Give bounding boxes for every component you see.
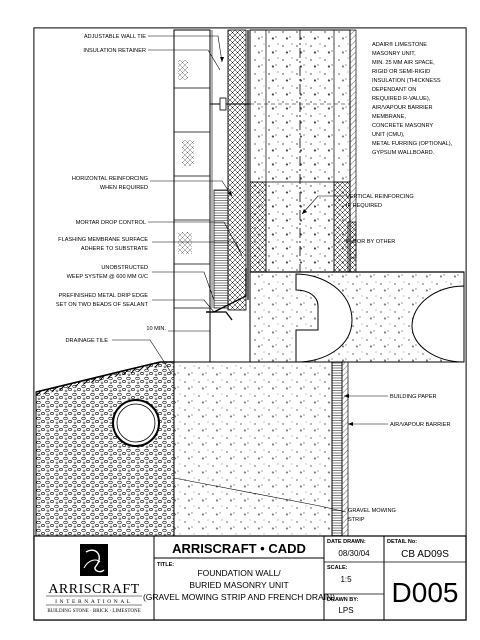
wall-section: [173, 29, 465, 537]
annotations: ADJUSTABLE WALL TIE INSULATION RETAINER …: [56, 34, 453, 523]
soil-hatch: [36, 362, 160, 396]
drip-edge: [206, 311, 233, 321]
label-wall-assembly-5: INSULATION (THICKNESS: [372, 78, 441, 84]
date-drawn-value: 08/30/04: [338, 549, 370, 558]
title-line-2: BURIED MASONRY UNIT: [189, 580, 288, 590]
label-vertical-reinforcing-1: VERTICAL REINFORCING: [346, 194, 414, 200]
label-drip-edge-2: SET ON TWO BEADS OF SEALANT: [56, 302, 149, 308]
title-line-1: FOUNDATION WALL/: [197, 568, 281, 578]
label-wall-assembly-7: REQUIRED R-VALUE),: [372, 96, 431, 102]
label-wall-assembly-11: UNIT (CMU),: [372, 132, 405, 138]
label-drip-edge-1: PREFINISHED METAL DRIP EDGE: [59, 293, 149, 299]
label-vertical-reinforcing-2: IF REQUIRED: [346, 203, 382, 209]
scale-label: SCALE:: [327, 565, 348, 571]
label-insulation-retainer: INSULATION RETAINER: [83, 48, 146, 54]
logo-international: INTERNATIONAL: [55, 599, 133, 605]
label-horizontal-reinforcing-2: WHEN REQUIRED: [100, 185, 148, 191]
drainage-tile-pipe: [112, 399, 160, 447]
limestone-masonry: [173, 29, 211, 363]
label-wall-assembly-8: AIR/VAPOUR BARRIER: [372, 105, 433, 111]
label-floor-by-other: FLOOR BY OTHER: [346, 239, 395, 245]
title-block: ARRISCRAFT INTERNATIONAL BUILDING STONE …: [33, 535, 467, 621]
label-wall-assembly-12: METAL FURRING (OPTIONAL),: [372, 141, 453, 147]
sheet-number: D005: [392, 577, 459, 608]
air-space-insulation-upper: [227, 29, 247, 311]
label-wall-assembly-10: CONCRETE MASONRY: [372, 123, 433, 129]
detail-no-label: DETAIL No:: [387, 539, 417, 545]
leader-lines: [112, 35, 388, 513]
label-building-paper: BUILDING PAPER: [390, 394, 437, 400]
arriscraft-logo: ARRISCRAFT INTERNATIONAL BUILDING STONE …: [46, 544, 142, 614]
title-block-brand: ARRISCRAFT • CADD: [172, 541, 306, 556]
rigid-insulation: [213, 189, 229, 309]
ground-section: [35, 361, 175, 537]
label-wall-assembly-1: ADAIR® LIMESTONE: [372, 41, 427, 48]
title-label: TITLE:: [157, 562, 174, 568]
floor-by-other-block: [347, 221, 357, 273]
label-horizontal-reinforcing-1: HORIZONTAL REINFORCING: [72, 176, 148, 182]
label-wall-assembly-6: DEPENDANT ON: [372, 87, 416, 93]
label-wall-assembly-2: MASONRY UNIT,: [372, 51, 416, 57]
label-air-vapour-barrier: AIR/VAPOUR BARRIER: [390, 422, 451, 428]
label-min-dimension: 10 MIN.: [146, 326, 166, 332]
label-drainage-tile: DRAINAGE TILE: [66, 338, 109, 344]
cmu-web-left: [249, 181, 267, 273]
label-flashing-membrane-2: ADHERE TO SUBSTRATE: [81, 246, 148, 252]
limestone-hatch: [178, 60, 194, 254]
footing-profile: [295, 273, 353, 363]
label-wall-assembly-9: MEMBRANE,: [372, 114, 406, 120]
logo-wordmark: ARRISCRAFT: [48, 582, 139, 597]
label-weep-system-1: UNOBSTRUCTED: [101, 265, 148, 271]
drawn-by-label: DRAWN BY:: [327, 597, 359, 603]
label-gravel-mowing-strip-1: GRAVEL MOWING: [348, 508, 396, 514]
label-wall-assembly-4: RIGID OR SEMI-RIGID: [372, 69, 430, 75]
label-weep-system-2: WEEP SYSTEM @ 600 MM O/C: [67, 274, 148, 280]
label-mortar-drop-control: MORTAR DROP CONTROL: [76, 220, 146, 226]
label-flashing-membrane-1: FLASHING MEMBRANE SURFACE: [58, 237, 148, 243]
limestone-courses: [174, 87, 210, 309]
scale-value: 1:5: [340, 575, 352, 584]
date-drawn-label: DATE DRAWN:: [327, 539, 366, 545]
drawn-by-value: LPS: [338, 606, 353, 615]
label-wall-assembly-3: MIN. 25 MM AIR SPACE,: [372, 60, 435, 66]
foundation-wall: [173, 361, 333, 537]
slab-cutout-right: [411, 285, 465, 363]
title-line-3: (GRAVEL MOWING STRIP AND FRENCH DRAIN): [143, 592, 335, 602]
label-adjustable-wall-tie: ADJUSTABLE WALL TIE: [84, 34, 146, 40]
logo-tagline: BUILDING STONE · BRICK · LIMESTONE: [47, 609, 140, 614]
label-wall-assembly-13: GYPSUM WALLBOARD.: [372, 150, 435, 156]
leader-arrows: [220, 57, 353, 426]
label-gravel-mowing-strip-2: STRIP: [348, 517, 365, 523]
detail-no-value: CB AD09S: [401, 549, 449, 560]
